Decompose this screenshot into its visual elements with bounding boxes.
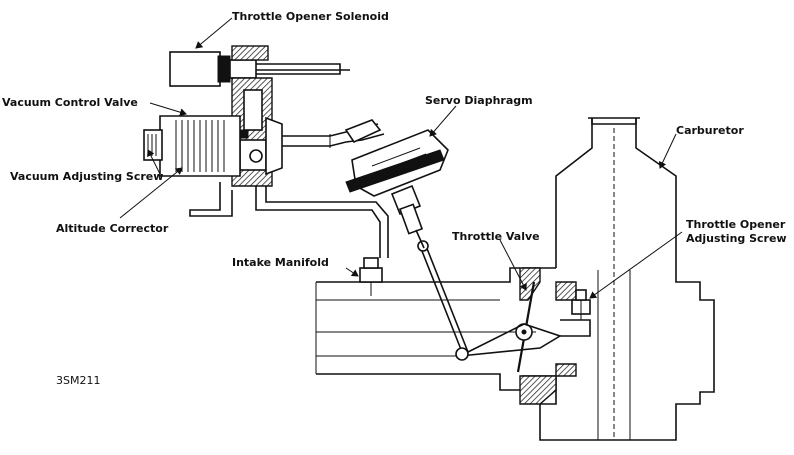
label-throttle-opener-adjusting-screw-line2: Adjusting Screw xyxy=(686,232,787,245)
label-throttle-opener-adjusting-screw-line1: Throttle Opener xyxy=(686,218,786,231)
vacuum-control-valve xyxy=(143,77,283,187)
vacuum-hoses xyxy=(189,119,389,258)
carburetor-body xyxy=(522,117,715,441)
label-throttle-valve: Throttle Valve xyxy=(452,230,540,243)
servo-rod xyxy=(417,240,469,361)
intake-manifold xyxy=(315,257,536,391)
label-throttle-opener-solenoid: Throttle Opener Solenoid xyxy=(232,10,389,23)
leader-lines xyxy=(119,17,683,299)
label-altitude-corrector: Altitude Corrector xyxy=(56,222,169,235)
label-vacuum-control-valve: Vacuum Control Valve xyxy=(2,96,138,109)
label-vacuum-adjusting-screw: Vacuum Adjusting Screw xyxy=(10,170,164,183)
label-intake-manifold: Intake Manifold xyxy=(232,256,329,269)
label-carburetor: Carburetor xyxy=(676,124,744,137)
servo-diaphragm xyxy=(345,129,449,249)
throttle-opener-solenoid xyxy=(169,45,350,87)
label-servo-diaphragm: Servo Diaphragm xyxy=(425,94,533,107)
figure-code: 3SM211 xyxy=(56,374,101,387)
carburetor-flange xyxy=(519,267,577,405)
throttle-valve-assembly xyxy=(459,281,591,373)
